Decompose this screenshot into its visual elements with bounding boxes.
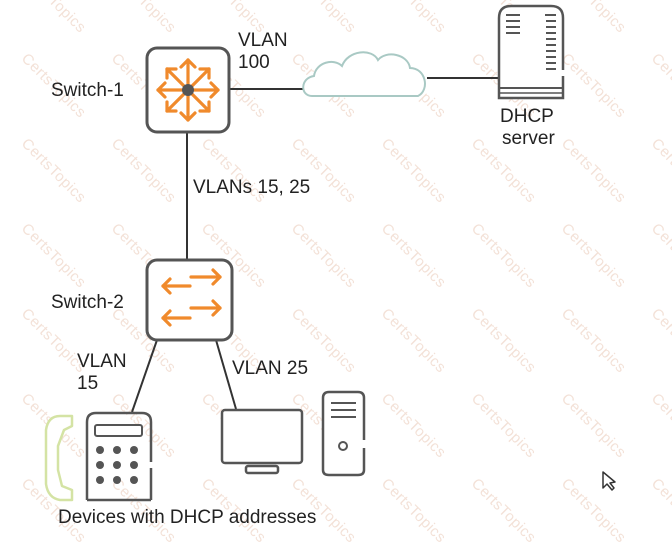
handset-icon [44, 414, 74, 502]
vlan-100-label-line1: VLAN [238, 30, 288, 51]
link-switch2-pc [215, 339, 237, 410]
vlan-25-label: VLAN 25 [232, 358, 309, 379]
vlan-100-label-line2: 100 [238, 52, 270, 73]
link-switch2-phone [131, 339, 158, 413]
dhcp-server-icon[interactable] [497, 4, 565, 100]
switch-1-label: Switch-1 [51, 80, 124, 101]
mouse-cursor-icon [602, 471, 616, 491]
switch-2-label: Switch-2 [51, 292, 124, 313]
cloud-icon [302, 51, 426, 97]
dhcp-server-label-line2: server [502, 128, 555, 149]
devices-caption: Devices with DHCP addresses [58, 507, 317, 528]
ip-phone-icon[interactable] [44, 411, 153, 502]
vlan-15-label-line1: VLAN [77, 351, 127, 372]
switch-2-icon[interactable] [145, 258, 234, 342]
desktop-pc-icon[interactable] [220, 390, 366, 477]
monitor-icon [220, 408, 304, 465]
switch-1-icon[interactable] [145, 46, 231, 134]
dhcp-server-label-line1: DHCP [500, 106, 554, 127]
vlans-15-25-label: VLANs 15, 25 [193, 177, 311, 198]
vlan-15-label-line2: 15 [77, 373, 99, 394]
tower-icon [321, 390, 366, 477]
